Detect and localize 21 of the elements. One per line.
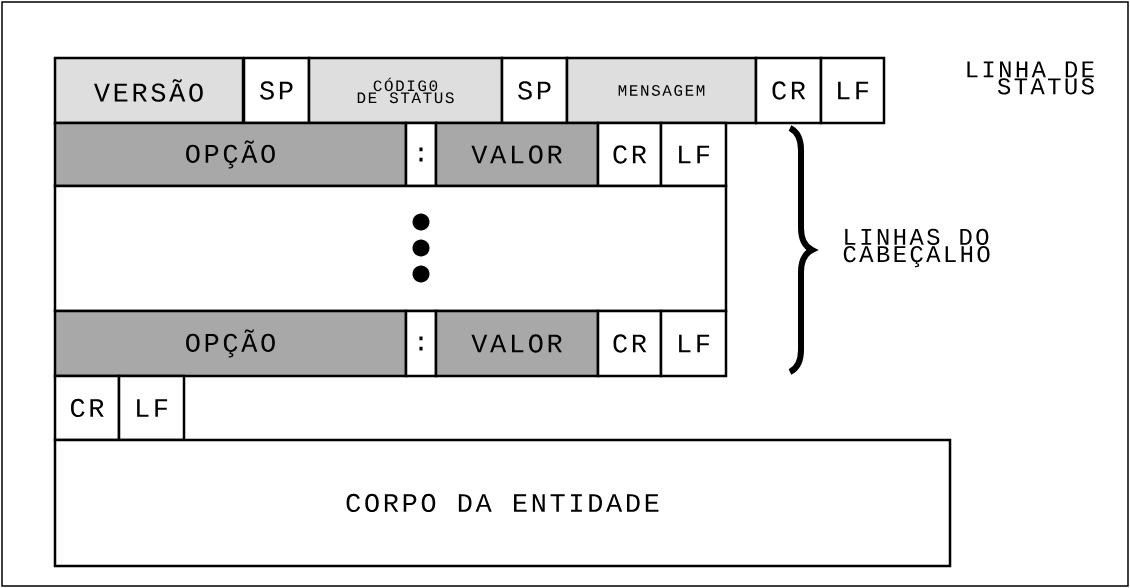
field-cell: LF <box>819 56 886 125</box>
field-cell: CR <box>596 121 663 188</box>
field-cell: LF <box>659 121 728 188</box>
field-cell: VALOR <box>434 309 600 378</box>
field-cell: VALOR <box>434 121 600 188</box>
field-cell: MENSAGEM <box>565 56 758 125</box>
field-cell: : <box>404 121 438 188</box>
field-cell: : <box>404 309 438 378</box>
section-label: LINHA DE STATUS <box>967 61 1094 95</box>
field-cell: VERSÃO <box>53 56 245 125</box>
field-cell: OPÇÃO <box>53 309 408 378</box>
field-cell: SP <box>500 56 569 125</box>
field-cell: CÓDIG0 DE STATUS <box>307 56 504 125</box>
field-cell: CR <box>754 56 823 125</box>
field-cell: OPÇÃO <box>53 121 408 188</box>
field-cell: CR <box>596 309 663 378</box>
section-label: LINHAS DO CABEÇALHO <box>843 228 990 268</box>
field-cell: LF <box>117 374 186 442</box>
field-cell: CR <box>53 374 121 442</box>
field-cell: LF <box>659 309 728 378</box>
field-cell: SP <box>242 56 311 125</box>
